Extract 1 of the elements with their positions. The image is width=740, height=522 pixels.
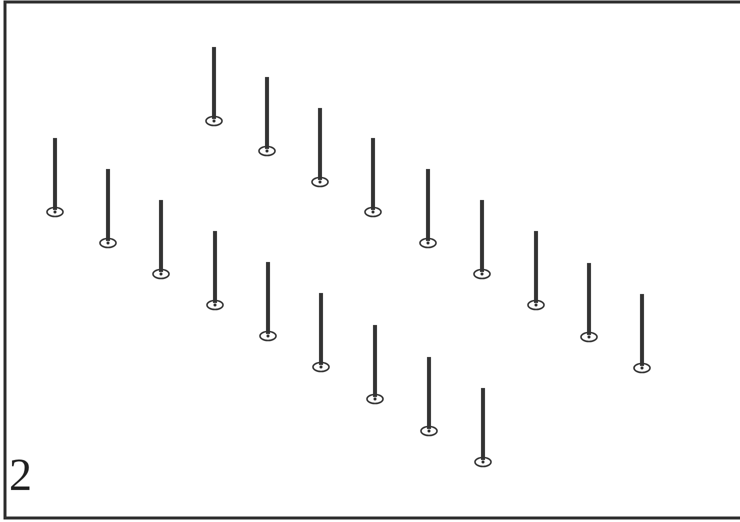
figure-number: 2: [9, 452, 32, 498]
